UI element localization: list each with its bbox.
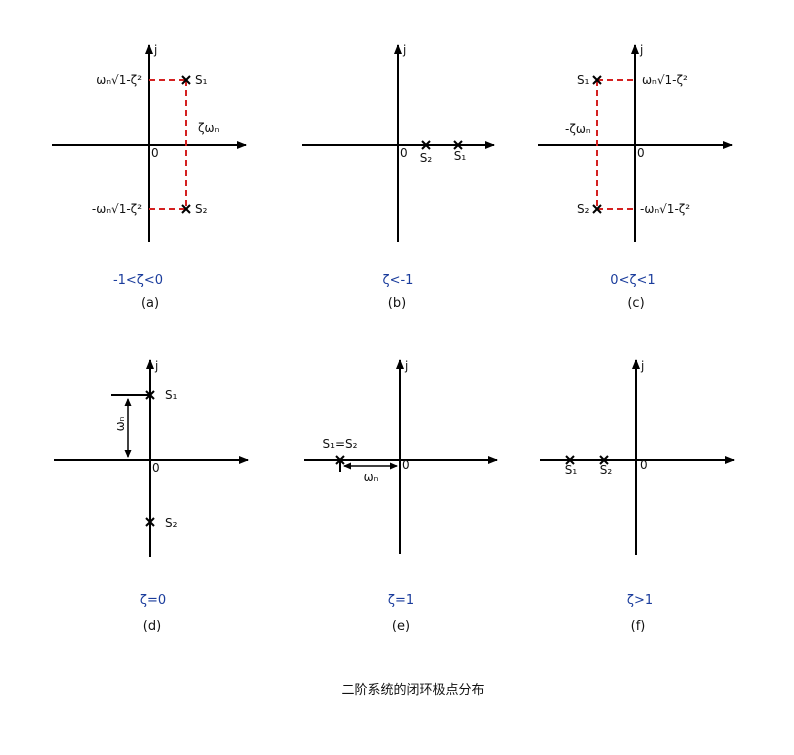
panel-caption: (c) [627, 296, 644, 311]
imag-axis-label: j [153, 43, 157, 57]
pole-s1-marker [181, 75, 191, 85]
origin-label: 0 [152, 461, 160, 475]
real-part-label: ζωₙ [198, 121, 220, 135]
pole-s1-label: S₁ [165, 388, 178, 402]
lower-imag-label: -ωₙ√1-ζ² [92, 202, 142, 216]
pole-s2-label: S₂ [165, 516, 178, 530]
pole-s2-marker [592, 204, 602, 214]
origin-label: 0 [637, 146, 645, 160]
dimension-label: ωₙ [364, 470, 379, 484]
panel-caption: (e) [392, 619, 410, 634]
upper-imag-label: ωₙ√1-ζ² [96, 73, 142, 87]
imag-axis-label: j [640, 359, 644, 373]
pole-s1-marker [565, 455, 575, 465]
pole-double-label: S₁=S₂ [323, 437, 358, 451]
pole-s1-marker [145, 390, 155, 400]
panel-caption: (b) [388, 296, 406, 311]
panel-f: j 0 S₁ S₂ ζ>1 (f) [540, 359, 735, 634]
origin-label: 0 [402, 458, 410, 472]
imag-axis-label: j [402, 43, 406, 57]
pole-s2-label: S₂ [600, 463, 613, 477]
origin-label: 0 [151, 146, 159, 160]
origin-label: 0 [640, 458, 648, 472]
panel-a: j 0 S₁ S₂ ωₙ√1-ζ² -ωₙ√1-ζ² ζωₙ -1<ζ<0 (a… [52, 43, 247, 311]
pole-s1-marker [592, 75, 602, 85]
real-part-label: -ζωₙ [565, 122, 591, 136]
figure-title: 二阶系统的闭环极点分布 [341, 682, 484, 698]
condition-label: ζ>1 [627, 593, 653, 608]
dimension-label: ωₙ [113, 416, 127, 431]
panel-caption: (a) [141, 296, 159, 311]
condition-label: ζ<-1 [383, 273, 414, 288]
pole-s2-marker [145, 517, 155, 527]
panel-c: j 0 S₁ S₂ ωₙ√1-ζ² -ωₙ√1-ζ² -ζωₙ 0<ζ<1 (c… [538, 43, 733, 311]
pole-s2-label: S₂ [577, 202, 590, 216]
pole-s1-label: S₁ [577, 73, 590, 87]
pole-s2-marker [181, 204, 191, 214]
panel-d: j 0 ωₙ S₁ S₂ ζ=0 (d) [54, 359, 249, 634]
panel-e: j 0 ωₙ S₁=S₂ ζ=1 (e) [304, 359, 498, 634]
lower-imag-label: -ωₙ√1-ζ² [640, 202, 690, 216]
condition-label: 0<ζ<1 [610, 273, 655, 288]
imag-axis-label: j [154, 359, 158, 373]
panel-b: j 0 S₂ S₁ ζ<-1 (b) [302, 43, 495, 311]
pole-s1-label: S₁ [565, 463, 578, 477]
origin-label: 0 [400, 146, 408, 160]
pole-s2-marker [599, 455, 609, 465]
upper-imag-label: ωₙ√1-ζ² [642, 73, 688, 87]
pole-s2-label: S₂ [420, 151, 433, 165]
pole-s1-label: S₁ [195, 73, 208, 87]
condition-label: -1<ζ<0 [113, 273, 163, 288]
pole-s2-marker [421, 140, 431, 150]
panel-caption: (f) [631, 619, 646, 634]
panel-caption: (d) [143, 619, 161, 634]
pole-s1-marker [453, 140, 463, 150]
pole-s1-label: S₁ [454, 149, 467, 163]
imag-axis-label: j [639, 43, 643, 57]
condition-label: ζ=1 [388, 593, 414, 608]
condition-label: ζ=0 [140, 593, 166, 608]
pole-s2-label: S₂ [195, 202, 208, 216]
imag-axis-label: j [404, 359, 408, 373]
